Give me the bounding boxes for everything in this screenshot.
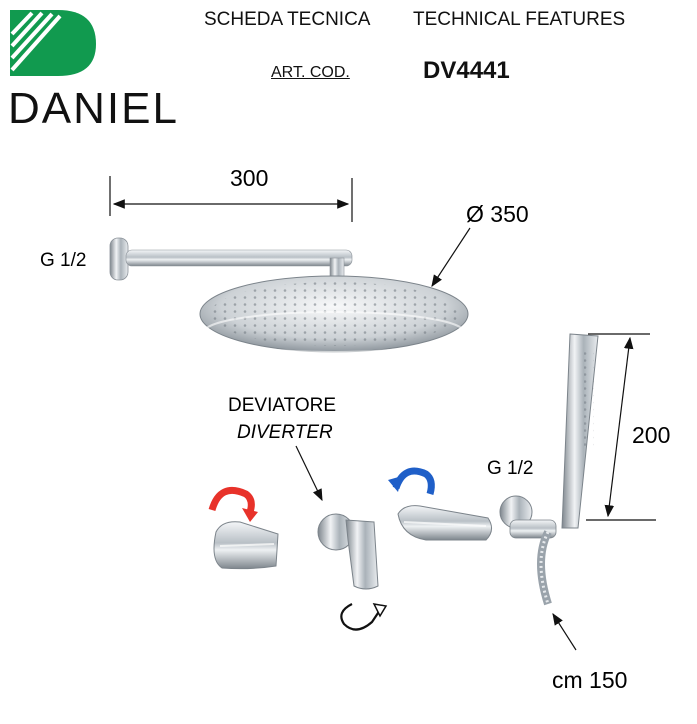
handshower-height-dimension: 200 [586, 333, 670, 521]
handshower-height-label: 200 [632, 422, 670, 448]
head-diameter-label: Ø 350 [466, 201, 529, 227]
arm-connection-label: G 1/2 [40, 250, 86, 271]
diverter-label-en: DIVERTER [237, 422, 333, 443]
hose-length-label: cm 150 [552, 667, 627, 693]
arm-length-label: 300 [230, 165, 268, 191]
article-code-label: ART. COD. [271, 64, 350, 81]
sheet-title-it: SCHEDA TECNICA [204, 9, 371, 30]
diverter-handle [317, 513, 379, 590]
hand-shower [561, 333, 599, 529]
cold-rotation-arrow-icon [388, 467, 435, 495]
arm-dimension: 300 [109, 165, 353, 222]
logo-mark-icon [10, 10, 96, 76]
shower-head [199, 275, 469, 353]
hot-water-handle [213, 521, 279, 570]
head-diameter-dimension: Ø 350 [431, 201, 529, 288]
outlet-connection-label: G 1/2 [487, 458, 533, 479]
brand-logo [8, 8, 98, 78]
shower-arm [109, 237, 353, 281]
hose-length-dimension: cm 150 [552, 612, 627, 693]
diverter-label-it: DEVIATORE [228, 395, 336, 416]
sheet-title-en: TECHNICAL FEATURES [413, 9, 626, 30]
hot-rotation-arrow-icon [208, 487, 258, 522]
diverter-pointer [295, 445, 323, 502]
wall-outlet [499, 495, 557, 539]
article-code: DV4441 [423, 57, 510, 84]
brand-name: DANIEL [8, 84, 179, 133]
cold-water-handle [397, 505, 492, 541]
diverter-rotation-arrow-icon [340, 603, 388, 631]
hose [537, 530, 552, 606]
